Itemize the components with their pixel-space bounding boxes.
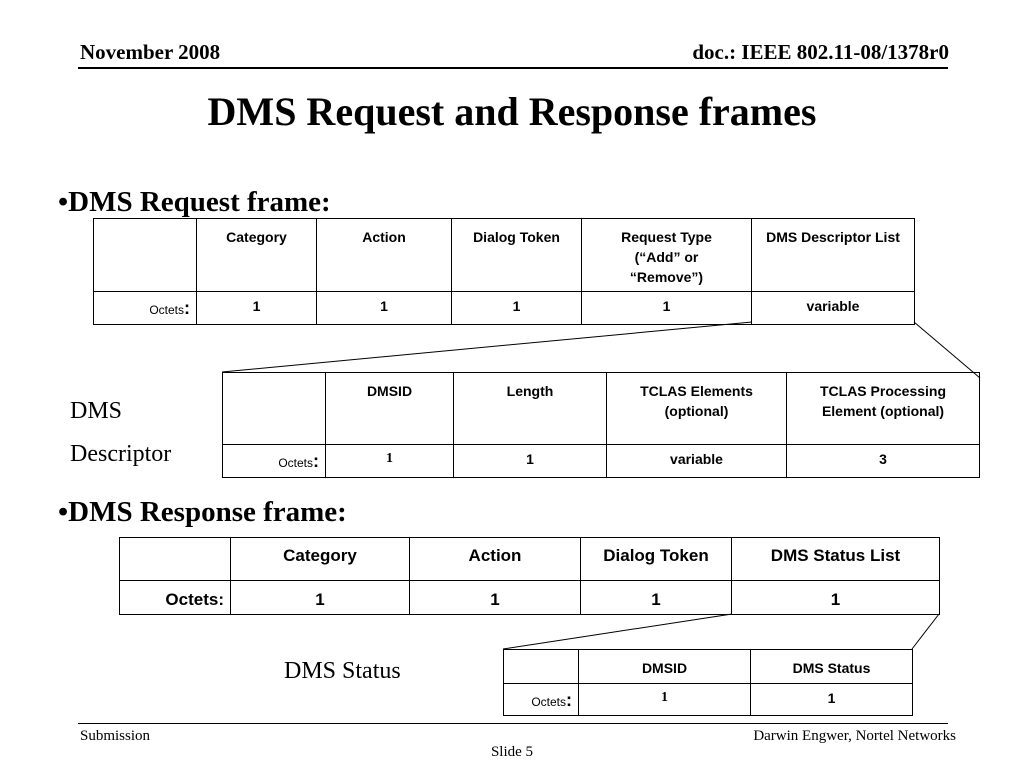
descriptor-header-length: Length — [453, 372, 607, 445]
status-octets-row: Octets: 1 1 — [503, 683, 913, 716]
status-octets-colon: : — [566, 690, 572, 710]
descriptor-octets-colon: : — [313, 451, 319, 471]
response-value-action: 1 — [409, 580, 581, 615]
response-value-category: 1 — [230, 580, 410, 615]
request-header-dialog-token: Dialog Token — [451, 218, 582, 292]
footer-submission: Submission — [80, 728, 151, 744]
response-octets-row: Octets: 1 1 1 1 — [119, 580, 940, 615]
descriptor-label-line2: Descriptor — [70, 441, 172, 467]
status-value-status: 1 — [750, 683, 913, 716]
descriptor-octets-text: Octets — [278, 456, 313, 470]
descriptor-expansion-line-right — [913, 321, 981, 379]
response-value-status-list: 1 — [731, 580, 940, 615]
request-value-request-type: 1 — [581, 291, 752, 325]
header-doc-id: doc.: IEEE 802.11-08/1378r0 — [692, 40, 949, 64]
request-header-request-type: Request Type (“Add” or “Remove”) — [581, 218, 752, 292]
footer-slide-number: Slide 5 — [490, 744, 534, 760]
footer-author: Darwin Engwer, Nortel Networks — [753, 728, 956, 744]
status-label: DMS Status — [284, 658, 401, 684]
request-octets-label: Octets: — [93, 291, 197, 325]
descriptor-header-row: DMSID Length TCLAS Elements (optional) T… — [222, 372, 980, 445]
request-bullet: •DMS Request frame: — [58, 186, 331, 218]
descriptor-octets-row: Octets: 1 1 variable 3 — [222, 444, 980, 478]
descriptor-table: DMSID Length TCLAS Elements (optional) T… — [222, 372, 980, 478]
status-expansion-line-left — [502, 613, 733, 650]
status-octets-label: Octets: — [503, 683, 579, 716]
response-octets-label: Octets: — [119, 580, 231, 615]
request-frame-table: Category Action Dialog Token Request Typ… — [93, 218, 915, 325]
descriptor-blank-cell — [222, 372, 326, 445]
request-octets-row: Octets: 1 1 1 1 variable — [93, 291, 915, 325]
status-header-row: DMSID DMS Status — [503, 649, 913, 684]
response-value-dialog-token: 1 — [580, 580, 732, 615]
response-frame-table: Category Action Dialog Token DMS Status … — [119, 537, 940, 615]
request-octets-colon: : — [184, 298, 190, 318]
request-octets-text: Octets — [149, 303, 184, 317]
status-octets-text: Octets — [531, 695, 566, 709]
request-header-descriptor-list: DMS Descriptor List — [751, 218, 915, 292]
descriptor-header-tclas-elements: TCLAS Elements (optional) — [606, 372, 787, 445]
request-value-action: 1 — [316, 291, 452, 325]
status-value-dmsid: 1 — [578, 683, 751, 716]
request-blank-cell — [93, 218, 197, 292]
descriptor-value-tclas-processing: 3 — [786, 444, 980, 478]
request-value-dialog-token: 1 — [451, 291, 582, 325]
request-value-category: 1 — [196, 291, 317, 325]
footer-rule — [78, 723, 948, 724]
descriptor-octets-label: Octets: — [222, 444, 326, 478]
request-header-action: Action — [316, 218, 452, 292]
request-header-category: Category — [196, 218, 317, 292]
request-header-row: Category Action Dialog Token Request Typ… — [93, 218, 915, 292]
header-date: November 2008 — [80, 40, 221, 64]
response-blank-cell — [119, 537, 231, 581]
descriptor-label-line1: DMS — [70, 398, 123, 424]
descriptor-value-length: 1 — [453, 444, 607, 478]
response-bullet: •DMS Response frame: — [58, 496, 347, 528]
descriptor-header-tclas-processing: TCLAS Processing Element (optional) — [786, 372, 980, 445]
response-header-row: Category Action Dialog Token DMS Status … — [119, 537, 940, 581]
status-expansion-line-right — [911, 613, 940, 650]
request-value-descriptor-list: variable — [751, 291, 915, 325]
descriptor-expansion-line-left — [221, 321, 753, 373]
slide-title: DMS Request and Response frames — [207, 89, 817, 134]
status-header-dmsid: DMSID — [578, 649, 751, 684]
header-rule — [78, 67, 948, 69]
status-table: DMSID DMS Status Octets: 1 1 — [503, 649, 913, 716]
